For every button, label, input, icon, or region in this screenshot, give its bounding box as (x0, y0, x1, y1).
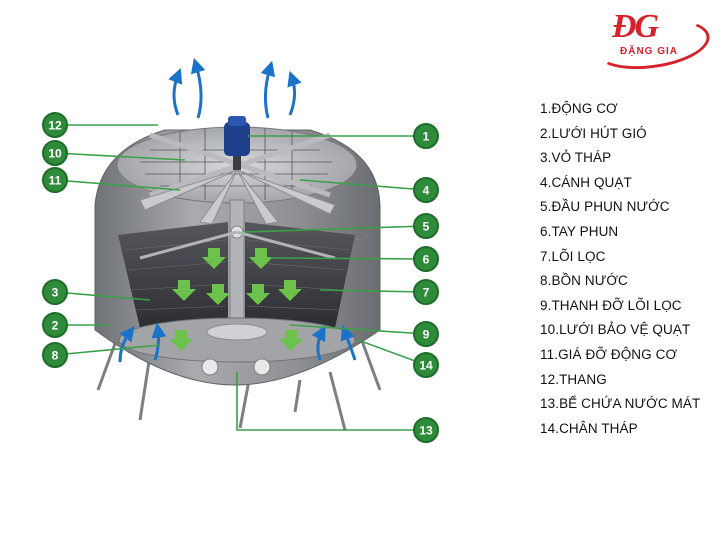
air-flow-arrow-icon (168, 68, 183, 116)
fan-blades (139, 169, 336, 225)
callout-marker: 2 (42, 312, 68, 338)
callout-number: 4 (423, 184, 430, 198)
leader-line (54, 344, 161, 356)
callout-circle (413, 246, 439, 272)
callout-circle (413, 213, 439, 239)
callout-number: 8 (52, 349, 59, 363)
air-flow-arrow-icon (118, 326, 135, 363)
air-flow-arrows (118, 57, 357, 363)
callout-marker: 8 (42, 342, 68, 368)
legend-item: 7.LÕI LỌC (540, 248, 606, 264)
leader-line (299, 179, 427, 191)
air-flow-arrow-icon (287, 70, 302, 116)
top-deck (116, 116, 358, 225)
legend-item: 8.BỒN NƯỚC (540, 273, 628, 289)
callout-number: 10 (48, 147, 62, 161)
callout-marker: 14 (413, 352, 439, 378)
water-flow-arrows (169, 248, 303, 351)
fill-media (118, 222, 355, 330)
callout-number: 11 (49, 174, 62, 188)
leader-lines (54, 124, 427, 431)
legend-item: 1.ĐỘNG CƠ (540, 101, 618, 116)
callout-circle (42, 112, 68, 138)
legend-item: 5.ĐẦU PHUN NƯỚC (540, 199, 670, 215)
legend-item: 2.LƯỚI HÚT GIÓ (540, 125, 647, 141)
callout-number: 6 (423, 253, 430, 267)
air-flow-arrow-icon (260, 60, 276, 119)
water-flow-arrow-icon (172, 280, 196, 301)
callout-marker: 11 (42, 167, 68, 193)
callout-circle (42, 342, 68, 368)
callout-marker: 6 (413, 246, 439, 272)
callout-marker: 4 (413, 177, 439, 203)
callout-number: 14 (419, 359, 433, 373)
leader-line (54, 291, 151, 301)
callout-marker: 1 (413, 123, 439, 149)
logo-name: ĐẶNG GIA (620, 46, 678, 57)
callout-number: 9 (423, 328, 430, 342)
callout-circle (413, 123, 439, 149)
callout-circle (42, 279, 68, 305)
motor-icon (224, 116, 250, 170)
leader-line (54, 152, 186, 161)
brand-logo: ĐG ĐẶNG GIA (591, 8, 713, 76)
callout-number: 5 (423, 220, 430, 234)
callout-circle (42, 140, 68, 166)
water-flow-arrow-icon (278, 280, 302, 301)
leader-line (319, 289, 427, 293)
air-flow-arrow-icon (190, 57, 206, 119)
logo-mark: ĐG (612, 8, 659, 45)
callout-number: 12 (48, 119, 62, 133)
legend-item: 12.THANG (540, 371, 607, 387)
legend-item: 3.VỎ THÁP (540, 150, 612, 166)
legend-item: 9.THANH ĐỠ LÕI LỌC (540, 297, 682, 313)
legend-item: 14.CHÂN THÁP (540, 420, 638, 436)
callout-number: 1 (423, 130, 430, 144)
callout-number: 13 (419, 424, 433, 438)
parts-legend: 1.ĐỘNG CƠ 2.LƯỚI HÚT GIÓ 3.VỎ THÁP 4.CÁN… (540, 97, 700, 441)
callout-circle (413, 177, 439, 203)
callout-number: 2 (52, 319, 59, 333)
callout-marker: 3 (42, 279, 68, 305)
callout-circle (413, 279, 439, 305)
callout-marker: 13 (413, 417, 439, 443)
callout-marker: 5 (413, 213, 439, 239)
basin (118, 317, 356, 376)
leader-line (289, 324, 427, 335)
air-flow-arrow-icon (340, 324, 357, 361)
water-flow-arrow-icon (246, 284, 270, 305)
callout-number: 7 (423, 286, 430, 300)
legend-item: 6.TAY PHUN (540, 223, 619, 239)
legend-item: 4.CÁNH QUẠT (540, 174, 632, 190)
water-flow-arrow-icon (202, 248, 226, 269)
air-flow-arrow-icon (311, 325, 326, 361)
legend-item: 13.BỂ CHỨA NƯỚC MÁT (540, 396, 701, 412)
callout-circle (42, 167, 68, 193)
leader-line (269, 257, 427, 260)
callout-number: 3 (52, 286, 59, 300)
callout-marker: 7 (413, 279, 439, 305)
water-flow-arrow-icon (206, 284, 230, 305)
leader-line (236, 372, 426, 431)
callout-circle (413, 352, 439, 378)
callout-marker: 10 (42, 140, 68, 166)
legend-item: 10.LƯỚI BẢO VỆ QUẠT (540, 322, 691, 338)
callout-marker: 9 (413, 321, 439, 347)
water-flow-arrow-icon (249, 248, 273, 269)
callout-circle (413, 417, 439, 443)
water-flow-arrow-icon (169, 330, 193, 351)
water-flow-arrow-icon (279, 330, 303, 351)
leader-line (243, 225, 427, 233)
callout-marker: 12 (42, 112, 68, 138)
legend-item: 11.GIÁ ĐỠ ĐỘNG CƠ (540, 346, 678, 362)
callout-circle (42, 312, 68, 338)
callout-circle (413, 321, 439, 347)
leader-line (54, 179, 181, 191)
